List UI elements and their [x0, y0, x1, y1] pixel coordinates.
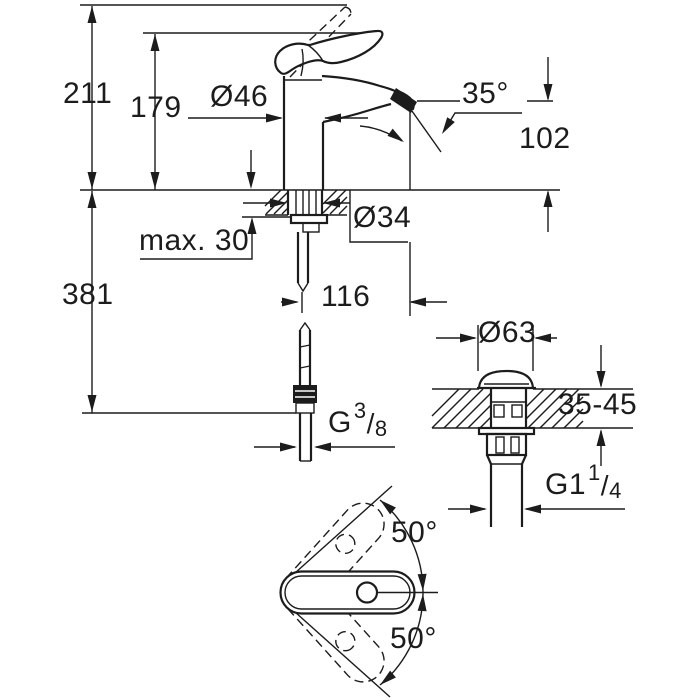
supply-thread-numerator: 3	[353, 398, 367, 423]
dim-swing-upper	[294, 485, 428, 593]
label-body-diameter: Ø46	[210, 80, 269, 113]
label-total-height: 211	[63, 77, 113, 110]
dim-d46	[188, 113, 368, 123]
dim-381	[82, 191, 296, 414]
waste-body	[477, 389, 536, 527]
dim-g114	[448, 504, 625, 514]
label-spout-outlet-height: 102	[519, 122, 571, 155]
faucet-body	[282, 74, 417, 190]
lever-side	[274, 29, 384, 77]
dim-102	[543, 57, 553, 232]
label-waste-thread: G1 1 / 4	[545, 462, 622, 503]
label-mounting-hole-diameter: Ø34	[353, 201, 412, 234]
dim-d34	[243, 190, 408, 243]
waste-plug	[477, 369, 536, 390]
waste-thread-slash: /	[600, 470, 610, 501]
supply-thread-prefix: G	[328, 406, 352, 439]
waste-thread-numerator: 1	[588, 460, 601, 485]
label-waste-deck-thickness-range: 35-45	[558, 388, 638, 421]
label-spout-angle: 35°	[462, 77, 509, 110]
hatching-waste-left	[431, 388, 492, 429]
spout-angle-indicator	[359, 100, 553, 316]
dim-211	[87, 6, 97, 190]
dim-35-45	[596, 345, 606, 466]
supply-thread-slash: /	[366, 408, 375, 439]
supply-thread-denominator: 8	[374, 416, 388, 441]
label-handle-swing-upper: 50°	[391, 516, 438, 549]
label-max-deck-thickness: max. 30	[139, 224, 250, 257]
label-spout-reach: 116	[321, 280, 371, 313]
waste-thread-prefix: G1	[545, 468, 587, 501]
dim-max30	[140, 150, 292, 260]
dim-116	[281, 292, 447, 313]
label-handle-swing-lower: 50°	[390, 622, 437, 655]
dim-d63	[436, 325, 557, 371]
counter-section	[264, 189, 348, 233]
supply-hose	[293, 232, 317, 462]
dim-swing-lower	[294, 592, 428, 698]
label-supply-thread: G 3 / 8	[328, 400, 388, 441]
dim-179	[150, 34, 160, 190]
hatching-waste-right	[525, 388, 584, 429]
faucet-side-view	[80, 4, 560, 462]
label-body-height: 179	[130, 91, 182, 124]
waste-assembly-view	[431, 325, 633, 527]
dim-g38	[254, 442, 395, 452]
handle-top-view	[279, 485, 438, 698]
waste-thread-denominator: 4	[609, 478, 622, 503]
label-depth-below-deck: 381	[62, 278, 114, 311]
label-waste-flange-diameter: Ø63	[478, 316, 537, 349]
